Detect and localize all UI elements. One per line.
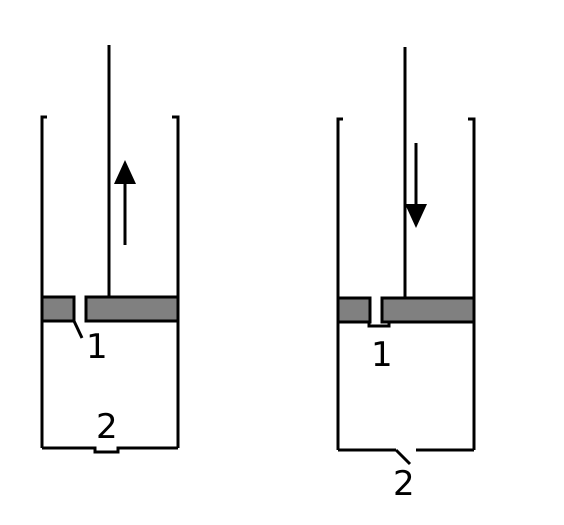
- left-cylinder-bottom: [42, 446, 178, 454]
- left-cylinder-right-wall: [172, 115, 180, 448]
- left-arrow-up-icon: [114, 160, 136, 184]
- right-bottom-valve-flap: [394, 448, 412, 466]
- left-piston-right-part: [84, 295, 180, 323]
- right-piston-left-part: [336, 296, 372, 324]
- right-piston-valve-gap: [372, 299, 380, 321]
- right-pump: 1 2: [336, 47, 476, 504]
- right-bottom-valve-label: 2: [393, 464, 415, 504]
- left-piston-valve-gap: [76, 298, 84, 320]
- left-bottom-valve-label: 2: [96, 407, 118, 447]
- right-valve-label: 1: [371, 335, 393, 375]
- right-valve-flap: [367, 322, 391, 328]
- right-cylinder-right-wall: [468, 117, 476, 450]
- right-cylinder-left-wall: [336, 117, 343, 450]
- left-valve-flap: [72, 320, 84, 339]
- left-pump: 1 2: [40, 45, 180, 454]
- left-valve-label: 1: [86, 327, 108, 367]
- right-piston-right-part: [380, 296, 476, 324]
- left-piston-left-part: [40, 295, 76, 323]
- right-arrow-down-icon: [405, 204, 427, 228]
- left-cylinder-left-wall: [40, 115, 47, 448]
